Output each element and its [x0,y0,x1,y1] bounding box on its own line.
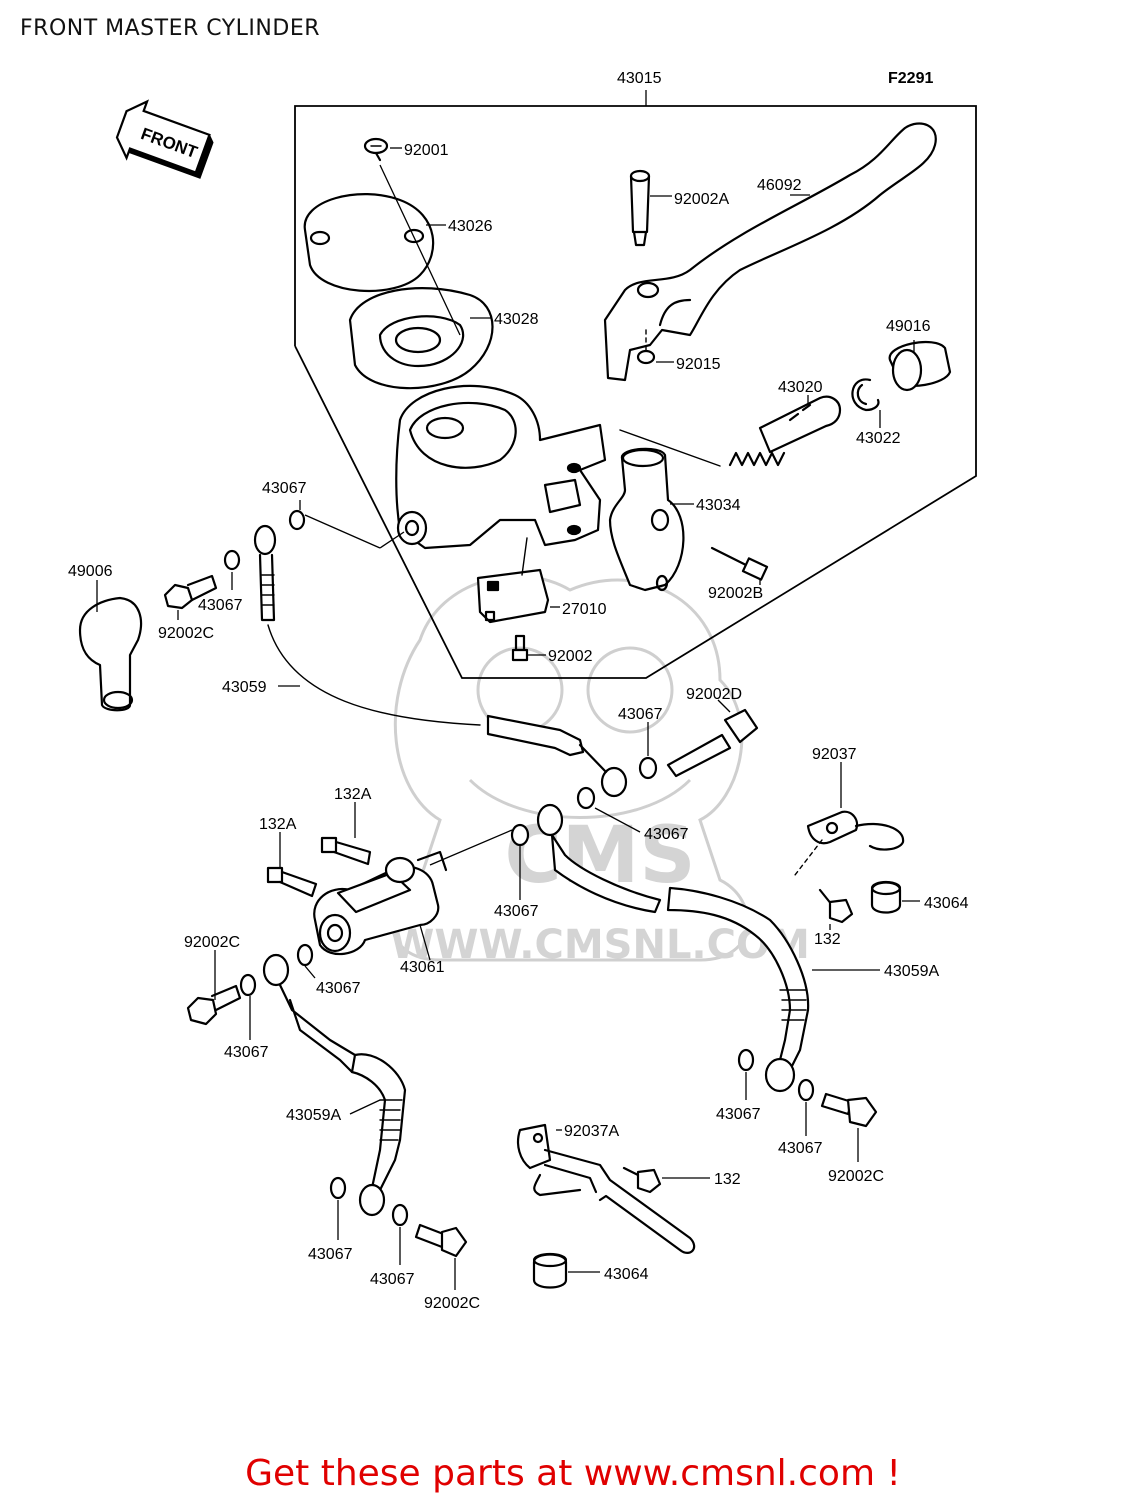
part-label-43020[interactable]: 43020 [778,379,823,396]
figure-code: F2291 [888,70,933,87]
front-arrow-icon: FRONT [115,99,214,179]
part-label-92002C-d[interactable]: 92002C [424,1295,480,1312]
bolt-132-lower-drawing [622,1166,662,1194]
circlip-drawing [851,378,880,412]
washer-43067-f-drawing [510,823,530,847]
part-label-43059[interactable]: 43059 [222,679,267,696]
part-label-43067-f[interactable]: 43067 [316,980,361,997]
part-label-43028[interactable]: 43028 [494,311,539,328]
part-label-27010[interactable]: 27010 [562,601,607,618]
part-label-43064-b[interactable]: 43064 [604,1266,649,1283]
part-label-92037[interactable]: 92037 [812,746,857,763]
part-label-92002C-a[interactable]: 92002C [158,625,214,642]
banjo-bolt-bottom-drawing [414,1223,468,1258]
pivot-bolt-92002A-drawing [629,169,651,247]
part-label-43067-b[interactable]: 43067 [198,597,243,614]
part-label-43015[interactable]: 43015 [617,70,662,87]
nut-92015-drawing [636,329,656,365]
master-cylinder-body-drawing [395,384,607,550]
brake-lever-drawing [603,122,937,382]
part-label-49016[interactable]: 49016 [886,318,931,335]
part-label-43059A-b[interactable]: 43059A [286,1107,341,1124]
part-label-92002C-c[interactable]: 92002C [828,1168,884,1185]
watermark-url: WWW.CMSNL.COM [390,922,810,968]
grommet-upper-drawing [870,880,902,914]
brake-switch-drawing [476,537,550,624]
leader-lines [96,147,920,1290]
part-label-92015[interactable]: 92015 [676,356,721,373]
bracket-92037A-drawing [516,1123,696,1254]
bolt-92002D-drawing [666,708,759,778]
washer-43067-k-drawing [391,1203,409,1227]
part-label-43034[interactable]: 43034 [696,497,741,514]
washer-43067-c-drawing [638,756,658,780]
washer-43067-i-drawing [737,1048,755,1072]
bleeder-cap-drawing [78,596,143,712]
part-label-43067-g[interactable]: 43067 [224,1044,269,1061]
diaphragm-drawing [348,287,494,390]
clamp-drawing [608,447,685,592]
part-label-132-b[interactable]: 132 [714,1171,741,1188]
page-title: FRONT MASTER CYLINDER [20,16,321,41]
footer-link[interactable]: Get these parts at www.cmsnl.com ! [245,1453,901,1494]
part-drawings [78,122,952,1289]
bolt-132-upper-drawing [818,888,854,924]
part-label-92002B[interactable]: 92002B [708,585,763,602]
reservoir-cap-drawing [303,193,435,293]
part-label-43067-e[interactable]: 43067 [494,903,539,920]
part-label-92037A[interactable]: 92037A [564,1123,619,1140]
washer-43067-h-drawing [239,973,257,997]
part-label-43022[interactable]: 43022 [856,430,901,447]
part-label-92002A[interactable]: 92002A [674,191,729,208]
assembly-outline [294,90,977,679]
part-label-49006[interactable]: 49006 [68,563,113,580]
washer-43067-j-drawing [329,1176,347,1200]
part-label-92002D[interactable]: 92002D [686,686,742,703]
washer-43067-g-drawing [296,943,314,967]
part-label-132A-a[interactable]: 132A [334,786,372,803]
part-label-43067-d[interactable]: 43067 [644,826,689,843]
part-label-43067-a[interactable]: 43067 [262,480,307,497]
banjo-bolt-upper-drawing [163,574,218,610]
bracket-92037-drawing [794,810,905,876]
dust-boot-drawing [888,340,952,392]
washer-43067-l-drawing [797,1078,815,1102]
part-label-43059A-a[interactable]: 43059A [884,963,939,980]
lower-right-hose-drawing [536,803,810,1093]
part-label-43064-a[interactable]: 43064 [924,895,969,912]
screw-92002-drawing [511,634,529,662]
part-label-92001[interactable]: 92001 [404,142,449,159]
banjo-bolt-right-drawing [820,1092,878,1128]
part-label-132-a[interactable]: 132 [814,931,841,948]
washer-43067-e-drawing [576,786,596,810]
banjo-bolt-left-drawing [186,984,242,1026]
part-label-43026[interactable]: 43026 [448,218,493,235]
upper-banjo-hose-drawing [253,524,628,798]
part-label-43067-i[interactable]: 43067 [778,1140,823,1157]
part-labels: 43015 92001 43026 43028 92002A 46092 920… [68,70,969,1312]
bolts-132A-drawing [266,836,372,898]
part-label-132A-b[interactable]: 132A [259,816,297,833]
part-label-46092[interactable]: 46092 [757,177,802,194]
washer-43067-b-drawing [223,549,241,571]
washer-43067-a-drawing [288,509,306,531]
part-label-92002[interactable]: 92002 [548,648,593,665]
part-label-43061[interactable]: 43061 [400,959,445,976]
bolt-92002B-drawing [710,546,769,581]
three-way-joint-drawing [313,850,448,956]
screw-92001-drawing [363,137,389,162]
grommet-lower-drawing [532,1252,568,1289]
part-label-43067-h[interactable]: 43067 [716,1106,761,1123]
part-label-92002C-b[interactable]: 92002C [184,934,240,951]
part-label-43067-k[interactable]: 43067 [370,1271,415,1288]
part-label-43067-j[interactable]: 43067 [308,1246,353,1263]
piston-assembly-drawing [619,395,842,467]
lower-left-hose-drawing [262,953,407,1217]
part-label-43067-c[interactable]: 43067 [618,706,663,723]
